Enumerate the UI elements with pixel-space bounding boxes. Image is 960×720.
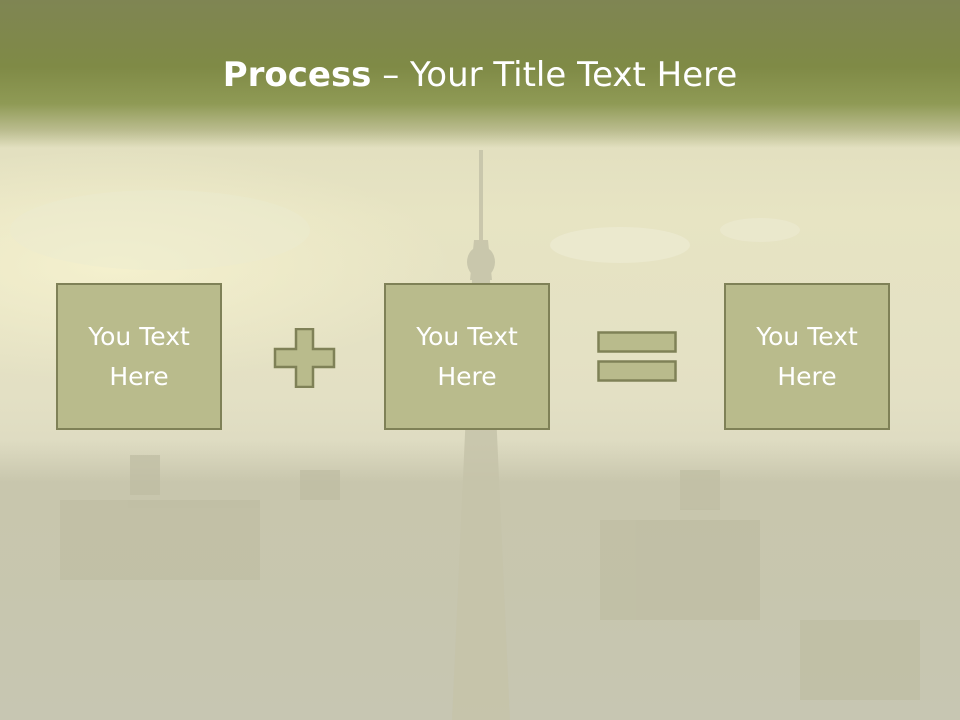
plus-icon	[273, 328, 336, 388]
title-bar	[0, 0, 960, 148]
slide-title[interactable]: Process – Your Title Text Here	[0, 52, 960, 98]
title-rest: – Your Title Text Here	[371, 55, 738, 95]
text-box-1[interactable]: You Text Here	[56, 283, 222, 430]
text-box-2[interactable]: You Text Here	[384, 283, 550, 430]
text-box-3[interactable]: You Text Here	[724, 283, 890, 430]
title-bold: Process	[222, 55, 372, 95]
equals-icon	[597, 331, 677, 382]
